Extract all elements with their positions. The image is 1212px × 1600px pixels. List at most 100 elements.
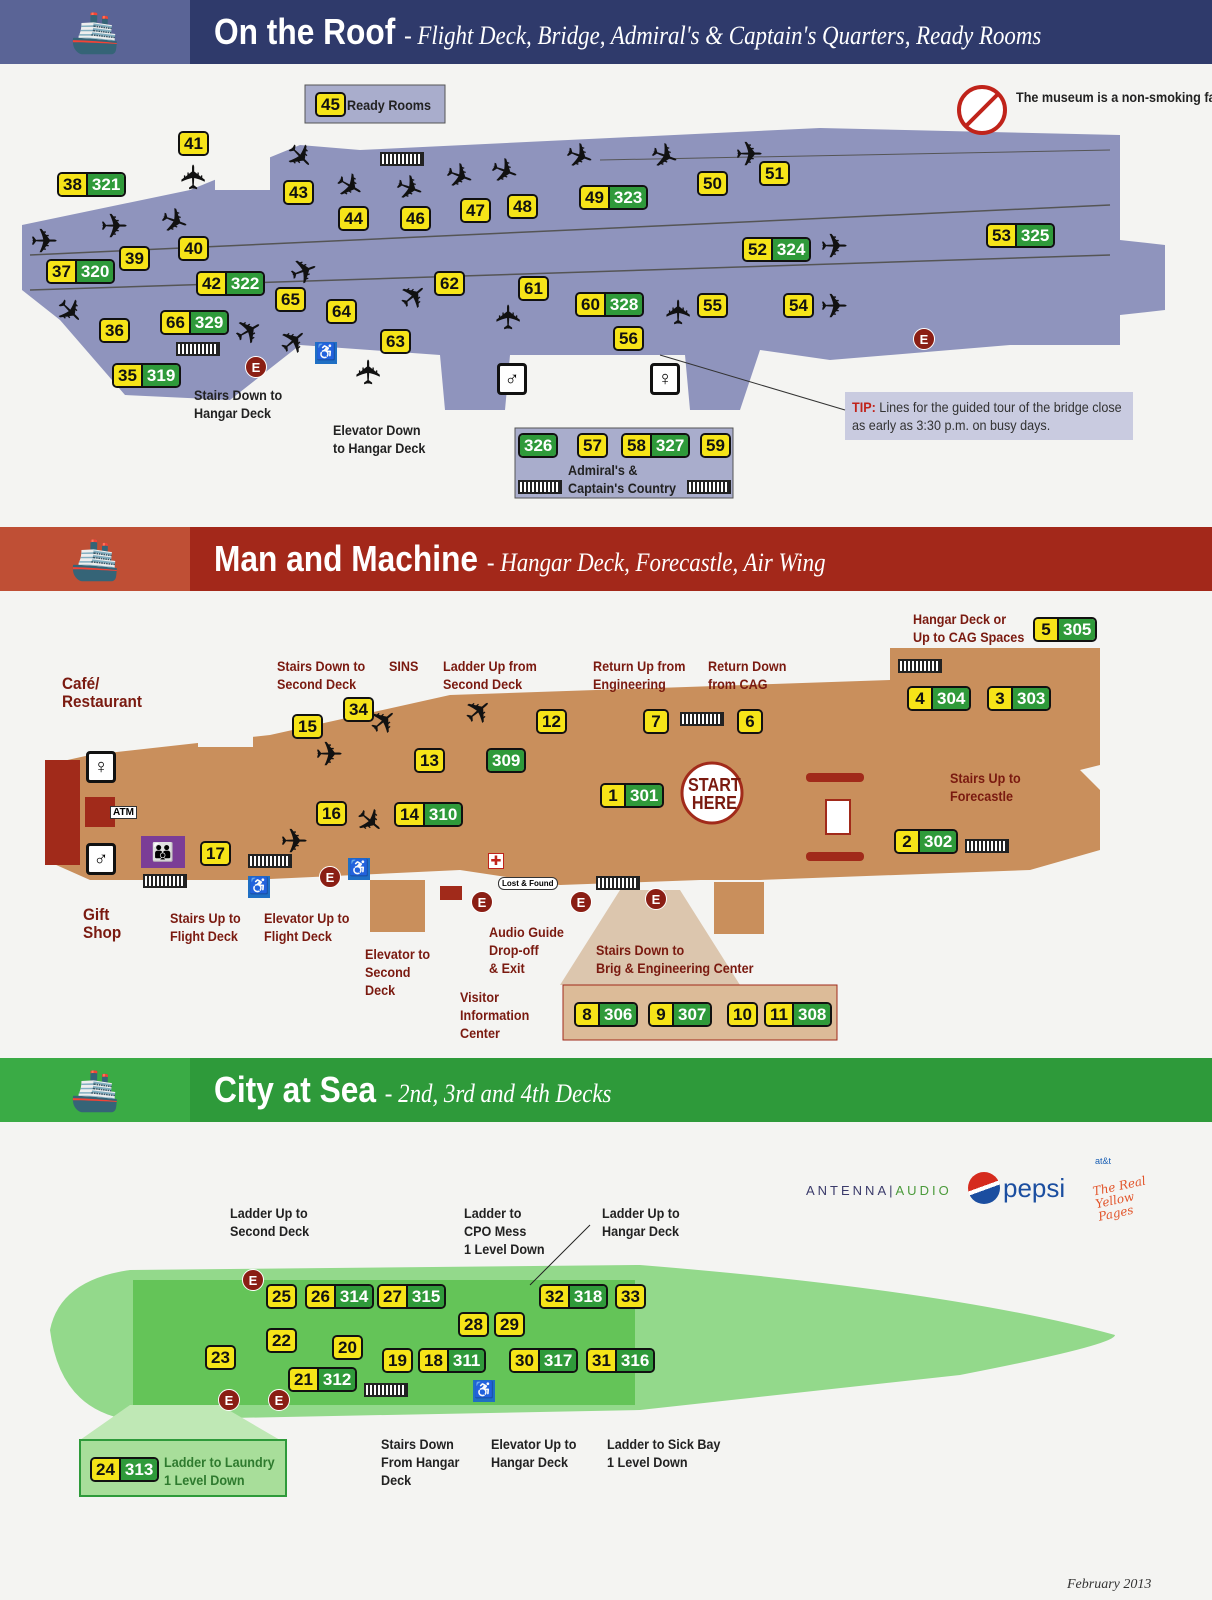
audio-tour-number: 303 xyxy=(1011,688,1050,709)
restroom-icon: ♀ xyxy=(86,751,116,783)
exhibit-stop-marker: 43 xyxy=(283,180,314,205)
roof-title: On the Roof xyxy=(214,11,396,52)
audio-tour-number: 307 xyxy=(672,1004,711,1025)
ship-icon: 🚢 xyxy=(0,0,190,64)
stop-number: 17 xyxy=(202,843,229,864)
stop-number: 47 xyxy=(462,200,489,221)
stop-number: 32 xyxy=(541,1286,568,1307)
stop-number: 3 xyxy=(989,688,1011,709)
exhibit-stop-marker: 23 xyxy=(205,1345,236,1370)
cag-spaces-label: Hangar Deck or Up to CAG Spaces xyxy=(913,611,1025,645)
stop-number: 41 xyxy=(180,133,207,154)
exhibit-stop-marker: 7 xyxy=(643,709,669,734)
elevator-hangar-label: Elevator Up to Hangar Deck xyxy=(491,1436,577,1470)
exhibit-stop-marker: 50 xyxy=(697,171,728,196)
pepsi-wordmark: pepsi xyxy=(1003,1172,1066,1203)
elevator-flight-label: Elevator Up to Flight Deck xyxy=(264,910,350,944)
stop-number: 19 xyxy=(384,1350,411,1371)
pepsi-logo: pepsi xyxy=(968,1172,1065,1204)
exhibit-stop-marker: 56 xyxy=(613,326,644,351)
stop-number: 51 xyxy=(761,163,788,184)
stop-number: 44 xyxy=(340,208,367,229)
audio-tour-number: 311 xyxy=(446,1350,485,1371)
exhibit-stop-marker: 16 xyxy=(316,801,347,826)
stop-number: 39 xyxy=(121,248,148,269)
cpo-mess-label: Ladder to CPO Mess 1 Level Down xyxy=(464,1205,545,1257)
exhibit-stop-marker: 17 xyxy=(200,841,231,866)
city-subtitle: - 2nd, 3rd and 4th Decks xyxy=(384,1079,612,1108)
stop-number: 40 xyxy=(180,238,207,259)
admirals-country-label: Admiral's & Captain's Country xyxy=(568,462,677,496)
exhibit-stop-marker: 33 xyxy=(615,1284,646,1309)
brig-label: Stairs Down to Brig & Engineering Center xyxy=(596,942,754,976)
ladder-hangar-label: Ladder Up to Hangar Deck xyxy=(602,1205,680,1239)
exhibit-stop-marker: 51 xyxy=(759,161,790,186)
stop-number: 6 xyxy=(739,711,761,732)
audio-tour-number: 325 xyxy=(1014,225,1054,246)
stop-number: 48 xyxy=(509,196,536,217)
stop-number: 43 xyxy=(285,182,312,203)
stop-number: 21 xyxy=(290,1369,317,1390)
stop-number: 60 xyxy=(577,294,604,315)
lost-and-found-icon: Lost & Found xyxy=(498,877,558,890)
exhibit-stop-marker: 309 xyxy=(486,748,527,773)
stop-number: 57 xyxy=(579,435,606,456)
exhibit-stop-marker: 34 xyxy=(343,697,374,722)
audio-tour-number: 310 xyxy=(422,804,462,825)
stop-number: 24 xyxy=(92,1459,119,1480)
hangar-deck-map xyxy=(45,648,1100,1041)
exhibit-stop-marker: 62 xyxy=(434,271,465,296)
att-logo: at&t xyxy=(1095,1156,1112,1166)
tip-text: Lines for the guided tour of the bridge … xyxy=(852,399,1122,433)
atm-icon: ATM xyxy=(110,806,137,819)
stop-number: 56 xyxy=(615,328,642,349)
audio-tour-number: 328 xyxy=(603,294,643,315)
exhibit-stop-marker: 64 xyxy=(326,299,357,324)
exhibit-stop-marker: 65 xyxy=(275,287,306,312)
sins-label: SINS xyxy=(389,658,419,674)
exhibit-stop-marker: 63 xyxy=(380,329,411,354)
stop-number: 13 xyxy=(416,750,443,771)
stop-number: 7 xyxy=(645,711,667,732)
stop-number: 30 xyxy=(511,1350,538,1371)
stop-number: 45 xyxy=(317,94,344,115)
stop-number: 27 xyxy=(379,1286,406,1307)
stop-number: 5 xyxy=(1035,619,1057,640)
stop-number: 22 xyxy=(268,1330,295,1351)
return-cag-label: Return Down from CAG xyxy=(708,658,787,692)
exit-icon: E xyxy=(913,328,935,350)
elevator-down-label: Elevator Down to Hangar Deck xyxy=(333,422,426,456)
accessible-elevator-icon: ♿ xyxy=(348,858,370,880)
stop-number: 37 xyxy=(48,261,75,282)
exhibit-stop-marker: 22 xyxy=(266,1328,297,1353)
stop-number: 46 xyxy=(402,208,429,229)
stairs-icon xyxy=(364,1383,408,1397)
exit-icon: E xyxy=(242,1269,264,1291)
stop-number: 65 xyxy=(277,289,304,310)
no-smoking-notice: The museum is a non-smoking facility. xyxy=(1016,89,1212,105)
edition-date: February 2013 xyxy=(1067,1577,1152,1592)
audio-tour-number: 301 xyxy=(624,785,663,806)
audio-tour-number: 329 xyxy=(188,312,228,333)
exhibit-stop-marker: 59 xyxy=(700,433,731,458)
audio-tour-number: 318 xyxy=(567,1286,607,1307)
audio-tour-number: 324 xyxy=(770,239,810,260)
audio-tour-number: 323 xyxy=(607,187,647,208)
stop-number: 10 xyxy=(729,1004,756,1025)
exhibit-stop-marker: 29 xyxy=(494,1312,525,1337)
exhibit-stop-marker: 40 xyxy=(178,236,209,261)
restroom-icon: ♀ xyxy=(650,363,680,395)
exhibit-stop-marker: 326 xyxy=(518,433,559,458)
stop-number: 35 xyxy=(114,365,141,386)
stop-number: 33 xyxy=(617,1286,644,1307)
stop-number: 2 xyxy=(896,831,918,852)
stairs-flight-label: Stairs Up to Flight Deck xyxy=(170,910,241,944)
